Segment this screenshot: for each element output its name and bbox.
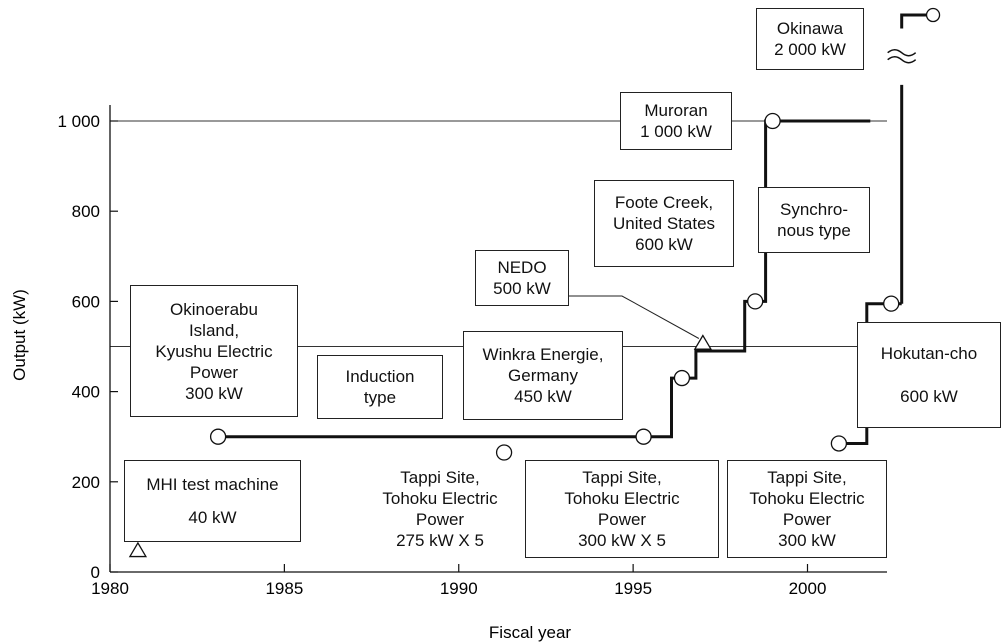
annotation-line: 600 kW — [900, 387, 958, 406]
annotation-muroran: Muroran 1 000 kW — [620, 92, 732, 150]
annotation-line: Power — [189, 362, 239, 382]
annotation-line: 450 kW — [514, 387, 572, 406]
annotation-nedo: NEDO 500 kW — [475, 250, 569, 306]
annotation-line: 300 kW — [778, 531, 836, 550]
annotation-line: Synchro- — [779, 200, 849, 219]
annotation-line: Winkra Energie, — [482, 345, 604, 364]
annotation-line: 2 000 kW — [774, 40, 846, 59]
y-axis-label: Output (kW) — [10, 289, 29, 381]
triangle-marker — [128, 541, 148, 558]
annotation-line: Kyushu Electric — [155, 341, 273, 361]
annotation-line: Tappi Site, — [582, 468, 662, 487]
annotation-line: Germany — [508, 366, 578, 385]
annotation-line: nous type — [777, 221, 851, 240]
axes: 0 200 400 600 800 1 000 1980 1985 1990 1995 2000 — [57, 105, 887, 598]
annotation-line: Induction — [345, 367, 415, 386]
annotation-line: Island, — [188, 320, 240, 340]
circle-marker — [883, 295, 900, 312]
data-markers — [128, 7, 941, 558]
circle-marker — [830, 435, 848, 452]
annotation-line: 275 kW X 5 — [396, 531, 484, 550]
annotation-line: Tohoku Electric — [749, 489, 865, 508]
annotation-line: 300 kW — [185, 383, 243, 403]
x-tick-label: 1985 — [265, 579, 303, 598]
annotation-line: Hokutan-cho — [880, 344, 978, 363]
annotation-line: Tappi Site, — [767, 468, 847, 487]
annotation-line: United States — [612, 214, 716, 233]
annotation-foote-creek: Foote Creek, United States 600 kW — [594, 180, 734, 267]
annotation-synchronous-type: Synchro-nous type — [758, 187, 870, 253]
y-tick-label: 600 — [72, 292, 100, 311]
annotation-line: Power — [597, 510, 647, 529]
annotation-line: 500 kW — [493, 279, 551, 298]
axis-break-lower — [887, 55, 917, 64]
annotation-line: 40 kW — [188, 508, 237, 527]
nedo-leader-line — [567, 295, 700, 339]
annotation-line: Tohoku Electric — [382, 489, 498, 508]
step-line-3 — [900, 13, 933, 29]
circle-marker — [209, 428, 227, 445]
annotation-line: Power — [415, 510, 465, 529]
annotation-line: 600 kW — [635, 235, 693, 254]
annotation-winkra-energie: Winkra Energie, Germany 450 kW — [463, 331, 623, 420]
x-tick-label: 1995 — [614, 579, 652, 598]
circle-marker — [764, 112, 781, 130]
circle-marker — [635, 428, 652, 445]
annotation-line: NEDO — [497, 258, 547, 277]
circle-marker — [495, 444, 513, 461]
annotation-line: 300 kW X 5 — [578, 531, 666, 550]
annotation-line: Okinawa — [776, 19, 844, 38]
x-tick-label: 1980 — [91, 579, 129, 598]
y-tick-label: 400 — [72, 383, 100, 402]
annotation-line: Power — [782, 510, 832, 529]
annotation-line: 1 000 kW — [640, 122, 712, 141]
x-axis-label: Fiscal year — [489, 623, 572, 642]
axis-break-upper — [887, 48, 917, 57]
circle-marker — [747, 293, 764, 310]
annotation-induction-type: Induction type — [317, 355, 443, 419]
annotation-line: Tappi Site, — [400, 468, 480, 487]
y-tick-label: 0 — [91, 563, 100, 582]
annotation-line: type — [363, 388, 397, 407]
annotation-line: Tohoku Electric — [564, 489, 680, 508]
annotation-hokutan-cho: Hokutan-cho 600 kW — [857, 322, 1001, 428]
x-tick-label: 2000 — [789, 579, 827, 598]
circle-marker-okinawa — [925, 7, 941, 23]
y-tick-label: 800 — [72, 202, 100, 221]
y-tick-label: 1 000 — [57, 112, 100, 131]
y-tick-label: 200 — [72, 473, 100, 492]
x-tick-label: 1990 — [440, 579, 478, 598]
leader-lines — [567, 295, 700, 339]
annotation-line: Muroran — [644, 101, 708, 120]
annotation-mhi-test-machine: MHI test machine 40 kW — [124, 460, 301, 542]
annotation-line: Okinoerabu — [170, 299, 258, 319]
circle-marker — [673, 369, 691, 387]
annotation-okinawa: Okinawa 2 000 kW — [756, 8, 864, 70]
annotation-line: Foote Creek, — [614, 193, 714, 212]
triangle-marker — [693, 334, 713, 350]
annotation-line: MHI test machine — [146, 475, 279, 494]
